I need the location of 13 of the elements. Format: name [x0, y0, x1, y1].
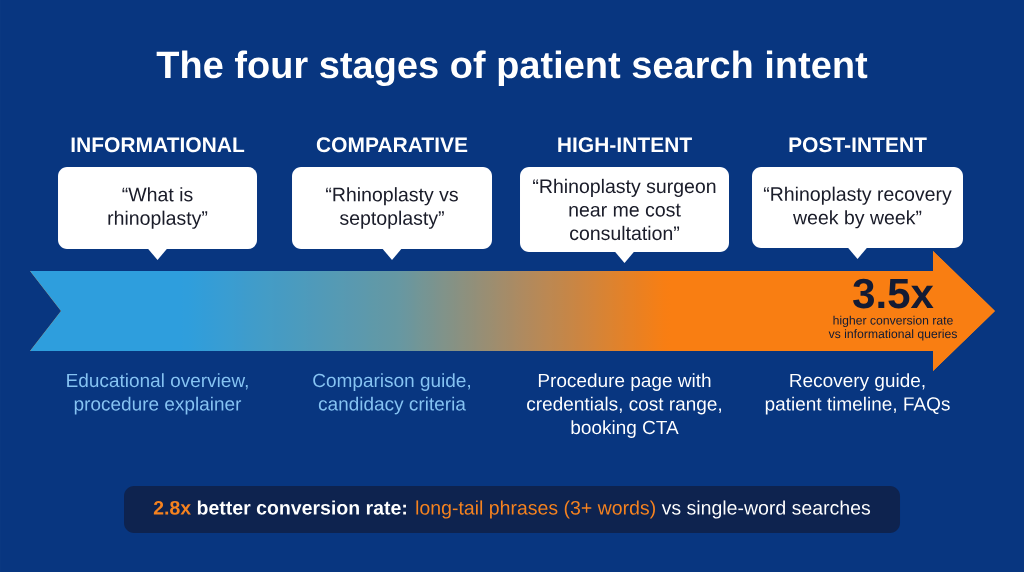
stat-number: 3.5x — [853, 278, 934, 309]
speech-bubble: “What is rhinoplasty” — [58, 167, 257, 260]
stage-heading: COMPARATIVE — [316, 137, 468, 153]
speech-bubble: “Rhinoplasty recovery week by week” — [752, 167, 963, 259]
stage-heading: HIGH-INTENT — [558, 137, 692, 153]
stage-heading: INFORMATIONAL — [71, 137, 245, 153]
speech-bubble: “Rhinoplasty vs septoplasty” — [292, 167, 492, 260]
stage-heading: POST-INTENT — [789, 137, 927, 153]
description-text: Procedure page with credentials, cost range, booking CTA — [527, 373, 721, 438]
stat-banner: 2.8x better conversion rate: long-tail phrases (3+ words) vs single-word searches — [124, 486, 900, 533]
speech-bubble: “Rhinoplasty surgeon near me cost consultation” — [520, 167, 729, 263]
title: The four stages of patient search intent — [156, 50, 868, 87]
stat-caption: higher conversion rate vs informational queries — [828, 315, 957, 341]
